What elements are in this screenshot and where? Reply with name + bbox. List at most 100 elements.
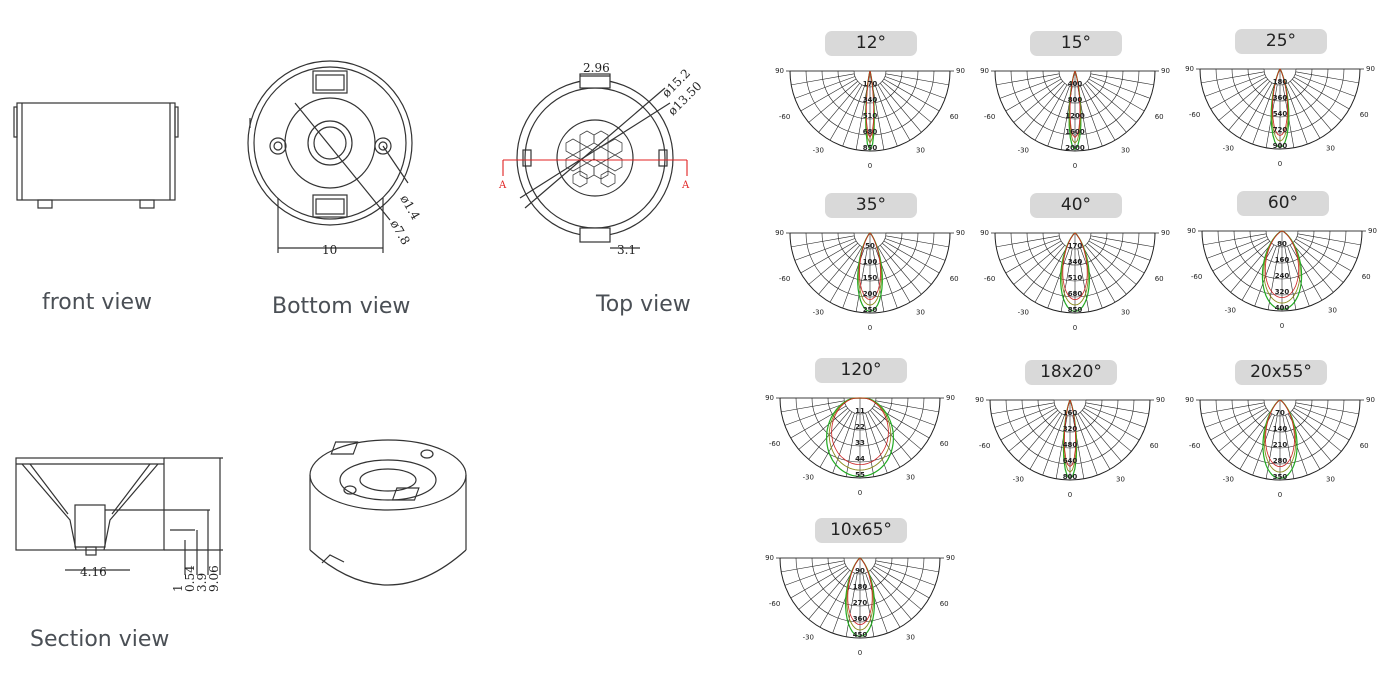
polar-radial — [883, 78, 940, 112]
bottom-width-dim: 10 — [322, 243, 337, 257]
beam-curve — [1272, 68, 1288, 137]
polar-radial — [875, 85, 898, 147]
angle-tick-label: 0 — [1280, 322, 1284, 330]
polar-radial — [1089, 76, 1151, 99]
ring-value-label: 340 — [863, 96, 878, 104]
polar-radial — [885, 235, 949, 248]
angle-tick-label: 60 — [1360, 442, 1369, 450]
polar-radial — [1220, 241, 1270, 283]
ring-value-label: 140 — [1273, 425, 1288, 433]
polar-radial — [1085, 245, 1127, 295]
polar-radial — [791, 235, 855, 248]
top-slot-dim: 2.96 — [583, 61, 610, 75]
polar-radial — [800, 78, 857, 112]
angle-tick-label: -30 — [813, 147, 824, 155]
section-h2-dim: 0.54 — [183, 565, 197, 592]
ring-value-label: 540 — [1273, 110, 1288, 118]
polar-radial — [1295, 238, 1352, 272]
polar-radial — [832, 412, 855, 474]
polar-radial — [1080, 412, 1122, 462]
angle-tick-label: -60 — [984, 275, 995, 283]
ring-value-label: 850 — [1068, 306, 1083, 314]
polar-radial — [790, 405, 847, 439]
angle-tick-label: -30 — [1013, 476, 1024, 484]
ring-value-label: 800 — [1063, 473, 1078, 481]
angle-tick-label: 60 — [940, 600, 949, 608]
polar-radial — [1297, 233, 1361, 246]
polar-radial — [1290, 81, 1332, 131]
polar-radial — [999, 238, 1061, 261]
polar-radial — [784, 563, 846, 586]
angle-tick-label: -90 — [765, 554, 774, 562]
polar-radial — [875, 400, 939, 413]
polar-radial — [883, 240, 940, 274]
angle-tick-label: 30 — [1121, 309, 1130, 317]
angle-tick-label: -60 — [1191, 273, 1202, 281]
polar-radial — [991, 402, 1055, 415]
angle-tick-label: -30 — [1225, 307, 1236, 315]
angle-tick-label: 0 — [1278, 491, 1282, 499]
angle-tick-label: 30 — [1326, 145, 1335, 153]
polar-radial — [1060, 248, 1073, 312]
angle-tick-label: 0 — [868, 162, 872, 170]
polar-radial — [1295, 402, 1359, 415]
polar-radial — [1034, 84, 1068, 141]
angle-tick-label: 90 — [1161, 229, 1170, 237]
angle-tick-label: -90 — [975, 396, 984, 404]
ring-value-label: 340 — [1068, 258, 1083, 266]
section-mark-right: A — [681, 180, 690, 191]
polar-radial — [1294, 74, 1356, 97]
polar-radial — [1018, 412, 1060, 462]
beam-curve — [1265, 399, 1295, 468]
polar-radial — [1241, 244, 1275, 301]
polar-radial — [784, 403, 846, 426]
polar-radial — [1013, 81, 1063, 123]
polar-radial — [1080, 247, 1103, 309]
polar-grid — [991, 70, 1159, 152]
ring-value-label: 160 — [1063, 409, 1078, 417]
polar-radial — [819, 411, 853, 468]
bottom-view-label: Bottom view — [272, 294, 411, 319]
angle-tick-label: 0 — [1073, 162, 1077, 170]
polar-radial — [872, 568, 922, 610]
angle-tick-label: 90 — [1366, 65, 1375, 73]
polar-radial — [1267, 246, 1280, 310]
polar-radial — [872, 408, 922, 450]
polar-radial — [872, 248, 885, 312]
ring-value-label: 70 — [1275, 409, 1285, 417]
ring-value-label: 360 — [853, 615, 868, 623]
ring-value-label: 1600 — [1065, 128, 1085, 136]
ring-value-label: 90 — [855, 567, 865, 575]
polar-radial — [808, 81, 858, 123]
bottom-circle-dim: ø7.8 — [387, 218, 412, 248]
top-view-label: Top view — [596, 292, 691, 317]
angle-tick-label: -30 — [1223, 476, 1234, 484]
angle-tick-label: -90 — [1185, 396, 1194, 404]
polar-radial — [994, 405, 1056, 428]
polar-radial — [1293, 76, 1350, 110]
polar-radial — [1201, 71, 1265, 84]
polar-radial — [1212, 238, 1269, 272]
polar-grid — [776, 397, 944, 479]
beam-angle-badge: 12° — [825, 31, 917, 56]
angle-tick-label: -90 — [775, 229, 784, 237]
angle-tick-label: 60 — [1360, 111, 1369, 119]
polar-grid — [991, 232, 1159, 314]
polar-radial — [798, 408, 848, 450]
section-view-label: Section view — [30, 627, 170, 652]
polar-radial — [865, 572, 888, 634]
polar-radial — [1087, 81, 1137, 123]
polar-radial — [1218, 79, 1268, 121]
ring-value-label: 22 — [855, 423, 865, 431]
angle-tick-label: -90 — [765, 394, 774, 402]
polar-radial — [845, 413, 858, 477]
ring-value-label: 450 — [853, 631, 868, 639]
polar-radial — [1292, 410, 1342, 452]
angle-tick-label: -60 — [984, 113, 995, 121]
angle-tick-label: -60 — [769, 440, 780, 448]
polar-grid — [1196, 68, 1364, 150]
